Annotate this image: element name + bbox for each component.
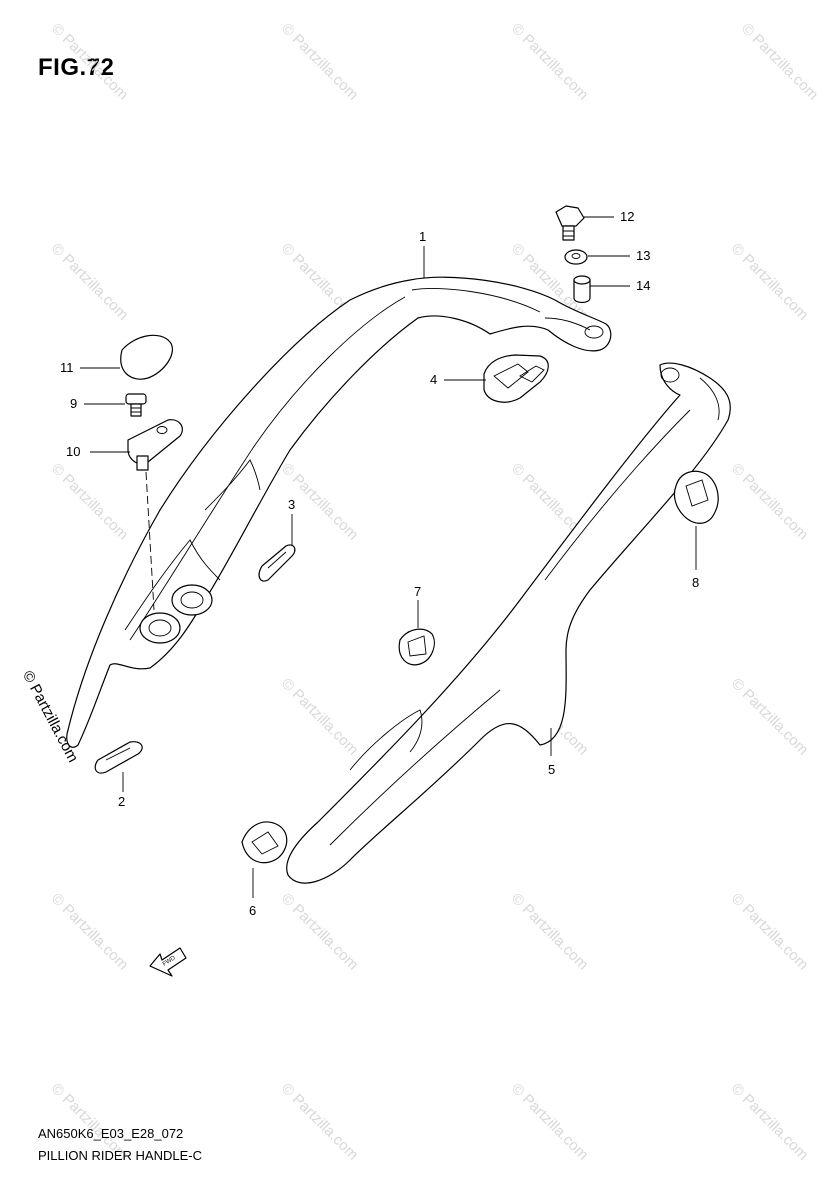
callout-12: 12 (620, 209, 635, 224)
model-code: AN650K6_E03_E28_072 (38, 1126, 184, 1141)
callout-8: 8 (692, 575, 700, 590)
part-10-bracket (127, 419, 183, 471)
assembly-centerline (145, 471, 155, 611)
callout-5: 5 (548, 762, 556, 777)
part-11-cap (120, 334, 173, 380)
part-9-bolt (125, 393, 147, 417)
part-4-cushion (483, 354, 549, 403)
part-13-washer (564, 249, 588, 265)
callout-10: 10 (66, 444, 81, 459)
section-name: PILLION RIDER HANDLE-C (38, 1148, 202, 1163)
callout-11: 11 (60, 360, 74, 375)
callout-13: 13 (636, 248, 651, 263)
callout-4: 4 (430, 372, 438, 387)
fwd-arrow-icon (149, 947, 187, 977)
part-12-flange-bolt (555, 205, 585, 241)
callout-1: 1 (419, 229, 427, 244)
callout-7: 7 (414, 584, 422, 599)
callout-3: 3 (288, 497, 296, 512)
part-1-left-handle (66, 276, 612, 748)
callout-9: 9 (70, 396, 78, 411)
part-2-pad (94, 741, 143, 774)
part-5-right-handle (286, 362, 731, 884)
part-8-cushion (673, 470, 719, 524)
callout-2: 2 (118, 794, 126, 809)
part-3-pad (258, 544, 296, 582)
figure-title: FIG.72 (38, 54, 115, 81)
part-7-cushion (398, 628, 435, 666)
callout-14: 14 (636, 278, 651, 293)
callout-6: 6 (249, 903, 257, 918)
leader-lines (80, 216, 697, 898)
part-6-cushion (241, 821, 288, 864)
part-14-collar (573, 275, 591, 304)
